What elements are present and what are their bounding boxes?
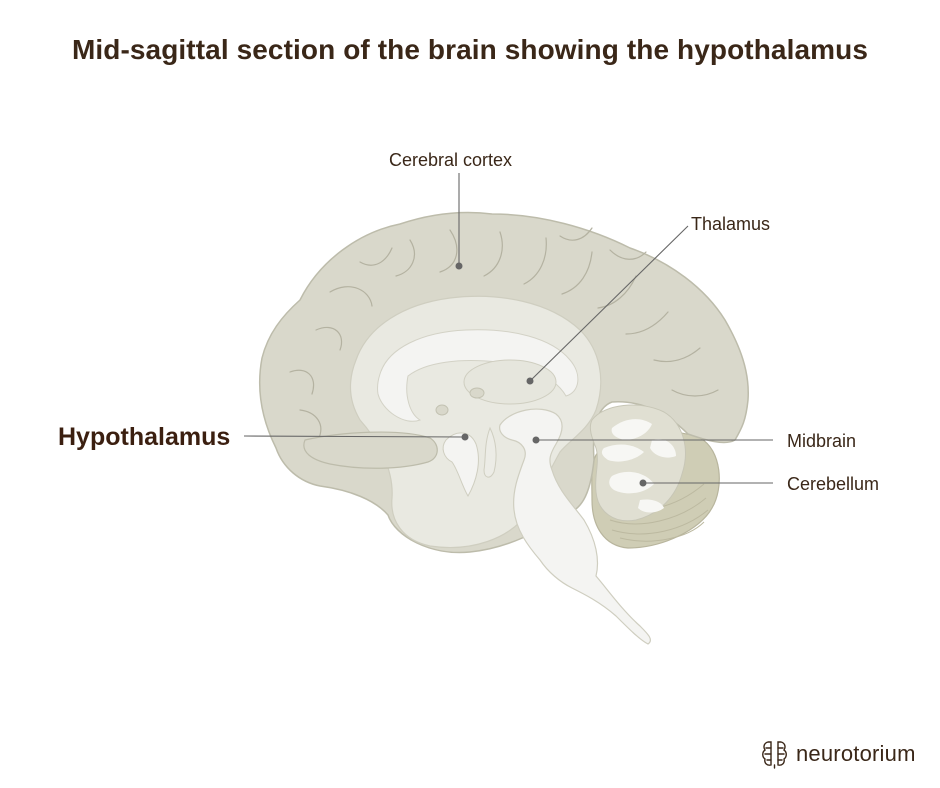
hypothalamus-pointer-line: [243, 435, 465, 438]
cortex-pointer-dot: [455, 262, 463, 270]
pituitary-stalk: [483, 426, 497, 478]
midbrain-label: Midbrain: [787, 431, 857, 451]
thalamus-pointer-dot: [526, 377, 534, 385]
temporal-lobe: [303, 431, 438, 469]
cerebellum-pointer-dot: [639, 479, 647, 487]
anterior-commissure: [435, 404, 449, 416]
midbrain-pointer-dot: [532, 436, 540, 444]
thalamus-pointer-line: [529, 225, 689, 382]
pointer-lines: [243, 173, 773, 484]
brain-circuit-icon: [762, 741, 787, 769]
hypothalamus-pointer-dot: [461, 433, 469, 441]
interthalamic-adhesion: [469, 387, 485, 399]
cerebral-cortex-label: Cerebral cortex: [389, 150, 513, 170]
cortex-sulci: [289, 227, 719, 441]
hypothalamus-region: [442, 432, 479, 497]
diagram-title: Mid-sagittal section of the brain showin…: [71, 34, 869, 65]
neurotorium-logo: neurotorium: [762, 739, 916, 769]
brainstem-shape: [499, 408, 652, 645]
thalamus-label: Thalamus: [691, 214, 771, 234]
cerebellum-label: Cerebellum: [787, 474, 880, 494]
logo-text: neurotorium: [796, 741, 916, 766]
thalamus-shape: [463, 359, 557, 405]
pointer-dots: [455, 262, 647, 487]
arbor-vitae: [601, 419, 676, 513]
hypothalamus-label: Hypothalamus: [58, 423, 231, 451]
